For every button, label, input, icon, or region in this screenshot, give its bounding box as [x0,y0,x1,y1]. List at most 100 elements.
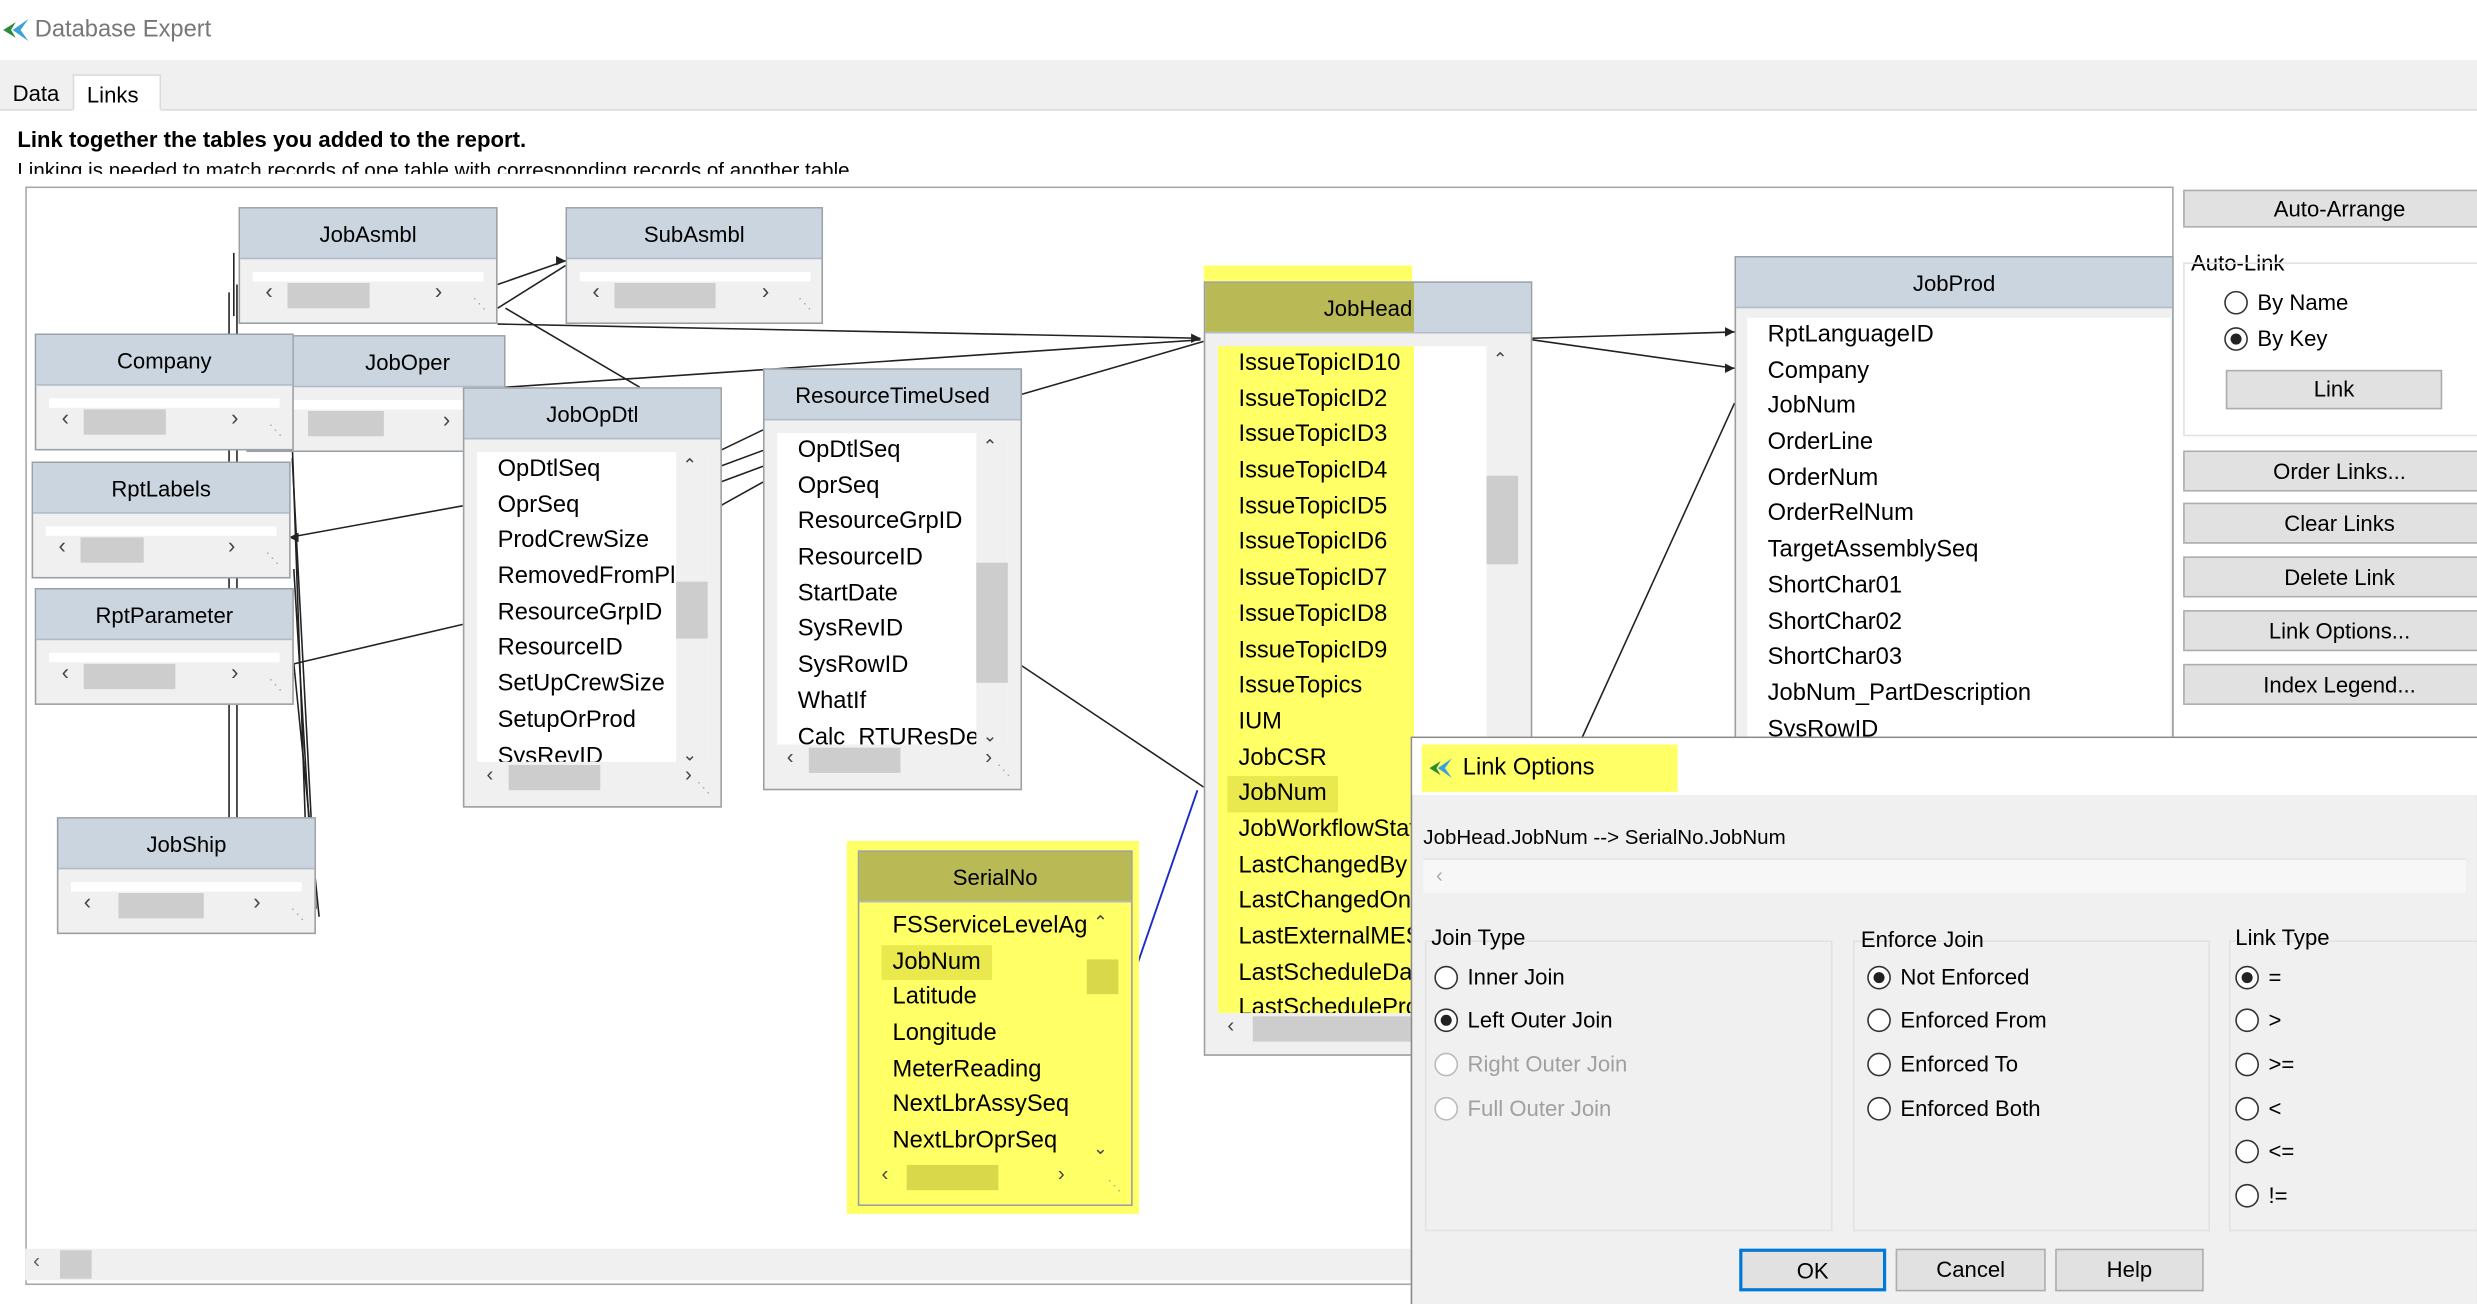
field-item[interactable]: IssueTopicID3 [1238,421,1388,448]
table-scroll[interactable]: ‹› [48,652,280,691]
field-item[interactable]: NextLbrAssySeq [892,1091,1070,1119]
table-rptparameter[interactable]: RptParameter ‹› ⋱ [34,587,294,705]
tab-links[interactable]: Links [72,74,162,111]
link-type-not-equal-radio[interactable]: != [2235,1182,2288,1208]
field-item[interactable]: OprSeq [797,472,880,499]
field-item[interactable]: SysRowID [797,651,909,679]
field-item-selected[interactable]: JobNum [881,944,993,981]
link-type-greater-radio[interactable]: > [2235,1007,2281,1033]
field-item[interactable]: ShortChar03 [1767,643,1903,671]
table-jobopdtl[interactable]: JobOpDtl OpDtlSeq OprSeq ProdCrewSize Re… [462,387,722,808]
field-item[interactable]: StartDate [797,579,898,607]
table-scroll[interactable]: ‹› [71,881,302,920]
cancel-button[interactable]: Cancel [1895,1248,2046,1292]
canvas-horizontal-scrollbar[interactable]: ‹ [25,1248,1416,1281]
help-button[interactable]: Help [2055,1248,2204,1292]
field-list-hscroll[interactable]: ‹› [871,1161,1119,1194]
field-list-vscroll[interactable]: ⌃⌄ [976,433,1008,750]
table-title[interactable]: JobShip [58,818,315,870]
inner-join-radio[interactable]: Inner Join [1434,964,1565,990]
field-item[interactable]: OpDtlSeq [497,455,601,483]
table-jobprod[interactable]: JobProd RptLanguageID Company JobNum Ord… [1734,256,2174,747]
table-title[interactable]: ResourceTimeUsed [764,369,1021,421]
field-item[interactable]: Company [1767,356,1870,384]
link-type-equal-radio[interactable]: = [2235,964,2281,990]
field-item[interactable]: OrderLine [1767,428,1874,456]
field-item[interactable]: ShortChar01 [1767,571,1903,599]
field-list[interactable]: OpDtlSeq OprSeq ResourceGrpID ResourceID… [777,433,1008,750]
field-item[interactable]: JobNum [1767,392,1856,420]
field-item[interactable]: TargetAssemblySeq [1767,536,1979,563]
field-item[interactable]: LastChangedOn [1238,887,1412,915]
auto-arrange-button[interactable]: Auto-Arrange [2183,189,2477,228]
field-list-hscroll[interactable]: ‹› [777,744,1008,777]
field-item[interactable]: Latitude [892,983,977,1011]
auto-link-by-name-radio[interactable]: By Name [2224,289,2348,315]
table-company[interactable]: Company ‹› ⋱ [34,333,294,451]
field-item[interactable]: JobWorkflowState [1238,815,1414,843]
field-item[interactable]: Longitude [892,1019,997,1047]
ok-button[interactable]: OK [1739,1248,1887,1292]
field-item[interactable]: OpDtlSeq [797,436,901,464]
field-item[interactable]: IssueTopicID7 [1238,564,1388,592]
field-list[interactable]: RptLanguageID Company JobNum OrderLine O… [1747,317,2171,742]
enforced-to-radio[interactable]: Enforced To [1867,1051,2018,1077]
table-scroll[interactable]: ‹› [45,526,277,565]
link-type-greater-equal-radio[interactable]: >= [2235,1051,2294,1077]
field-list-vscroll[interactable]: ⌃⌄ [676,452,708,769]
table-scroll[interactable]: ‹› [252,271,484,310]
field-item[interactable]: LastScheduleDate [1238,958,1414,986]
table-title[interactable]: RptParameter [36,589,293,641]
field-item[interactable]: SysRevID [797,615,904,643]
full-outer-join-radio[interactable]: Full Outer Join [1434,1095,1611,1121]
field-list-hscroll[interactable]: ‹› [477,761,708,794]
field-item[interactable]: JobCSR [1238,743,1327,771]
field-item[interactable]: MeterReading [892,1055,1042,1083]
field-item[interactable]: NextLbrOprSeq [892,1127,1058,1155]
field-item[interactable]: OprSeq [497,491,580,518]
left-outer-join-radio[interactable]: Left Outer Join [1434,1007,1613,1033]
field-item[interactable]: IssueTopicID9 [1238,636,1388,664]
field-item[interactable]: OrderRelNum [1767,500,1914,528]
field-item[interactable]: IssueTopicID6 [1238,528,1388,556]
field-item[interactable]: OrderNum [1767,464,1879,492]
table-title[interactable]: SubAsmbl [567,208,822,260]
resize-grip-icon[interactable]: ⋱ [797,295,812,312]
field-item[interactable]: IssueTopicID4 [1238,456,1388,484]
field-item[interactable]: IssueTopics [1238,672,1363,699]
table-title[interactable]: JobAsmbl [240,208,497,260]
resize-grip-icon[interactable]: ⋱ [696,779,711,796]
table-scroll[interactable]: ‹› [48,398,280,437]
table-serialno[interactable]: SerialNo FSServiceLevelAgr JobNum Latitu… [857,850,1133,1206]
field-item[interactable]: JobNum_PartDescription [1767,679,2032,707]
table-resourcetimeused[interactable]: ResourceTimeUsed OpDtlSeq OprSeq Resourc… [762,368,1023,791]
resize-grip-icon[interactable]: ⋱ [996,761,1012,778]
enforced-from-radio[interactable]: Enforced From [1867,1007,2047,1033]
tab-data[interactable]: Data [12,80,60,106]
enforced-both-radio[interactable]: Enforced Both [1867,1095,2041,1121]
table-title[interactable]: JobOpDtl [464,388,721,440]
field-item[interactable]: SetUpCrewSize [497,670,665,698]
clear-links-button[interactable]: Clear Links [2183,502,2477,544]
field-item[interactable]: ResourceID [797,543,923,571]
link-type-less-equal-radio[interactable]: <= [2235,1138,2294,1164]
auto-link-by-key-radio[interactable]: By Key [2224,326,2327,351]
field-item[interactable]: RemovedFromPl [497,562,676,590]
resize-grip-icon[interactable]: ⋱ [265,550,280,566]
field-item[interactable]: WhatIf [797,687,867,715]
table-subasmbl[interactable]: SubAsmbl ‹› ⋱ [565,207,824,325]
field-item-selected[interactable]: JobNum [1227,776,1339,813]
field-item[interactable]: LastChangedBy [1238,851,1408,879]
table-scroll[interactable]: › [260,399,492,438]
scroll-thumb[interactable] [60,1250,92,1279]
field-item[interactable]: ShortChar02 [1767,607,1903,635]
table-title[interactable]: RptLabels [33,463,290,514]
field-item[interactable]: SetupOrProd [497,706,636,734]
field-item[interactable]: ResourceGrpID [497,598,663,626]
field-list[interactable]: IssueTopicID10 IssueTopicID2 IssueTopicI… [1217,346,1515,1014]
delete-link-button[interactable]: Delete Link [2183,556,2477,598]
table-title[interactable]: Company [36,335,293,386]
field-list[interactable]: FSServiceLevelAgr JobNum Latitude Longit… [871,908,1119,1162]
table-title[interactable]: JobHead [1205,282,1531,334]
field-item[interactable]: IssueTopicID10 [1238,349,1401,377]
